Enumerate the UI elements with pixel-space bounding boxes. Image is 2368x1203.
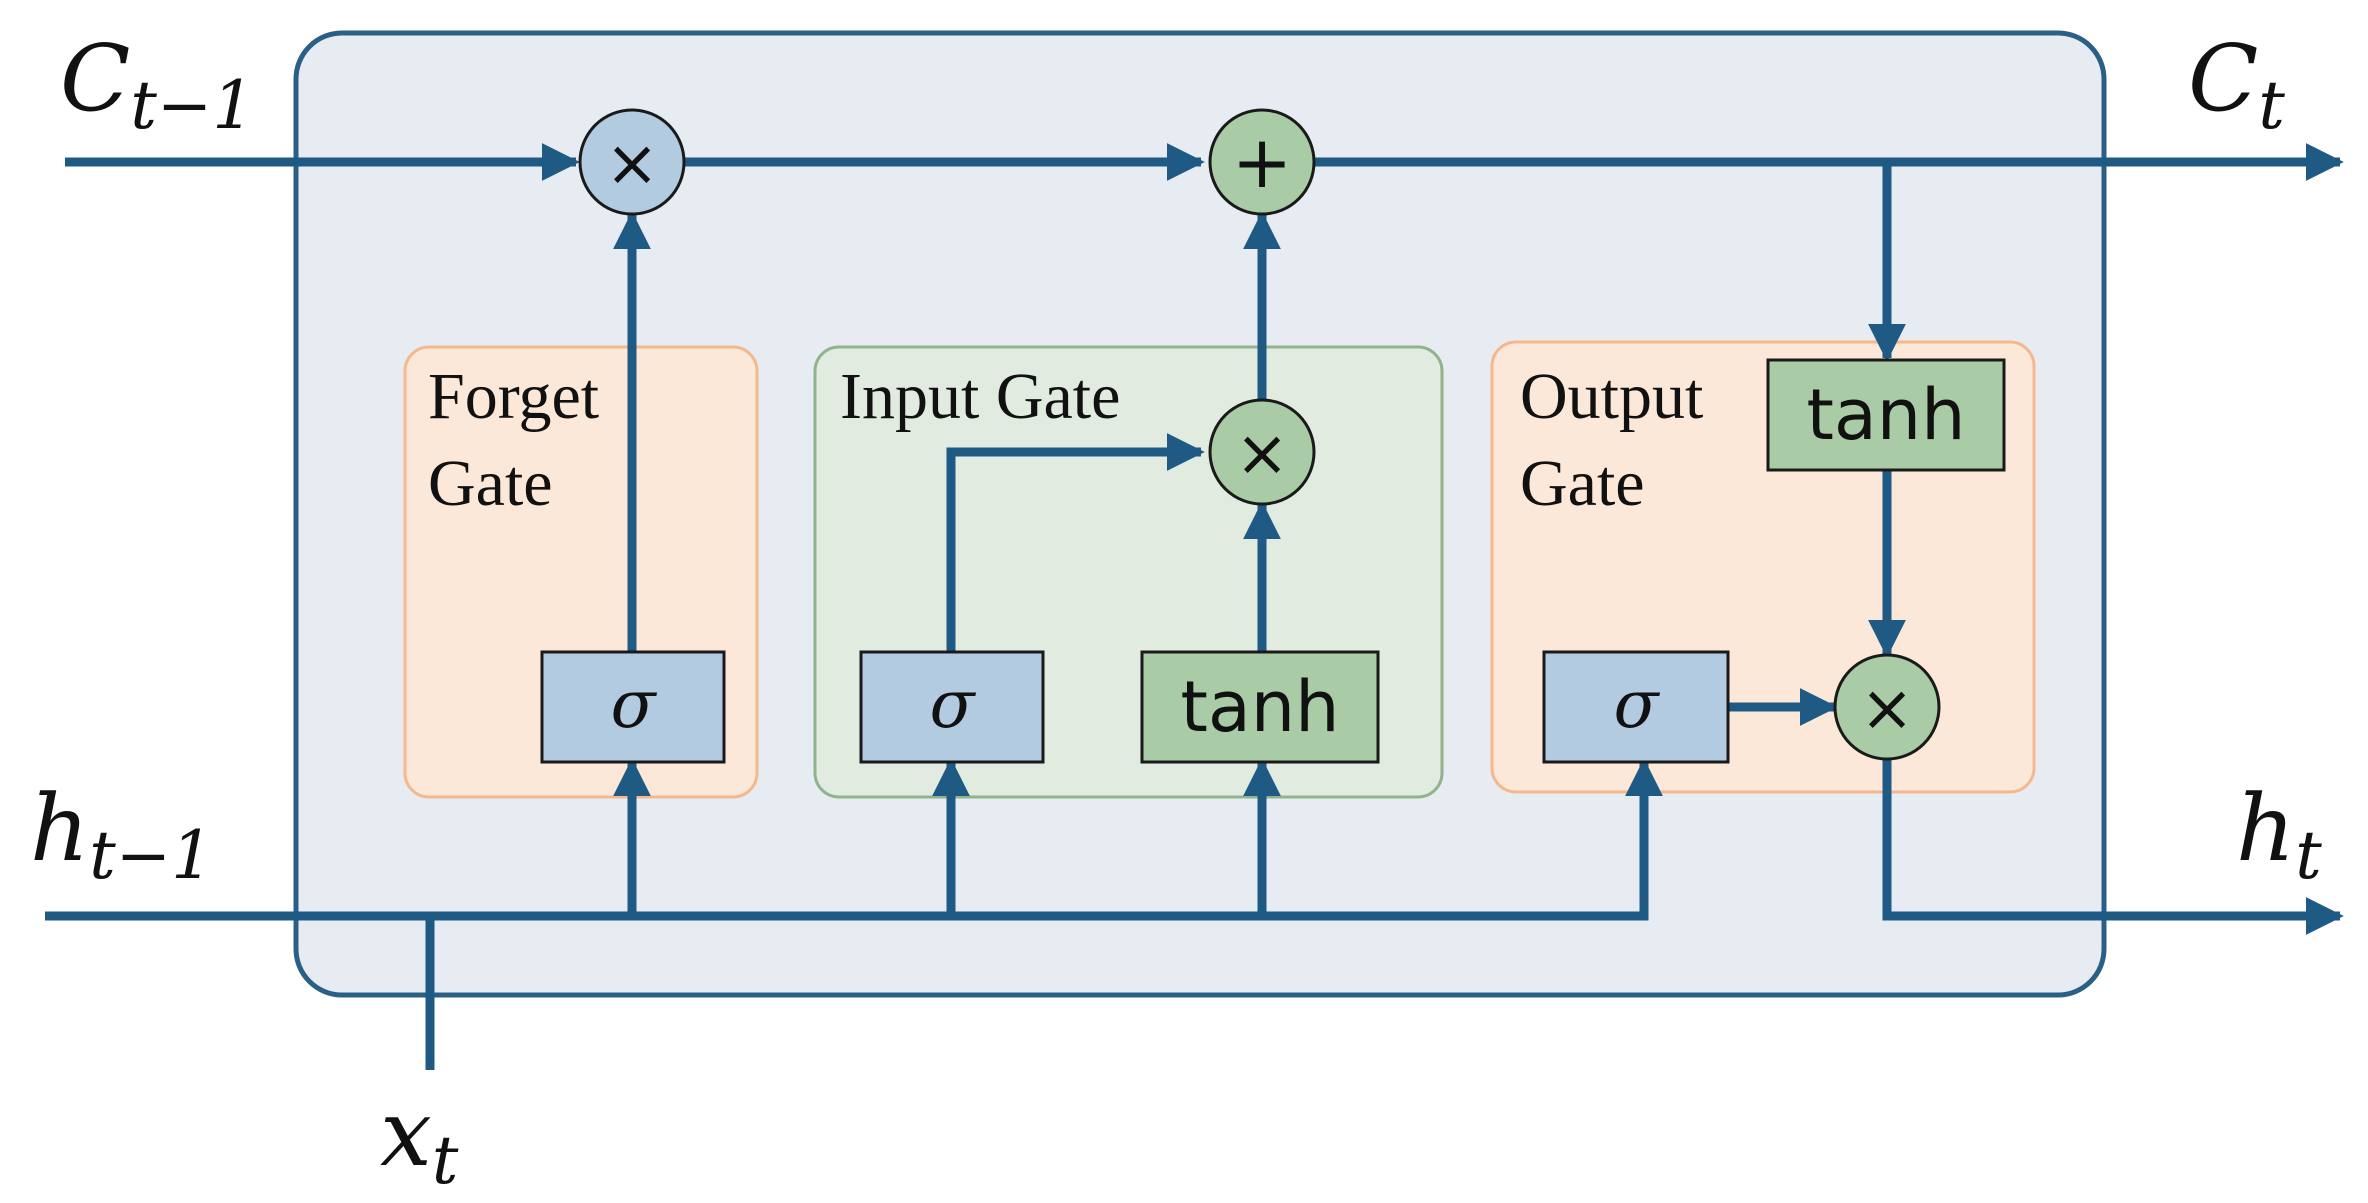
input-tanh-block: tanh — [1140, 650, 1380, 764]
forget-sigma-block: σ — [540, 650, 726, 764]
output-sigma-label: σ — [1613, 666, 1660, 743]
output-multiply-operator: × — [1833, 653, 1941, 761]
forget-multiply-operator: × — [578, 108, 686, 216]
output-gate-label-line2: Gate — [1520, 447, 1645, 520]
h-t-label: ht — [2236, 775, 2322, 894]
input-sigma-block: σ — [859, 650, 1045, 764]
input-gate-label: Input Gate — [840, 360, 1120, 433]
input-tanh-label: tanh — [1180, 666, 1339, 748]
forget-gate-label-line2: Gate — [428, 447, 553, 520]
output-multiply-symbol: × — [1860, 672, 1914, 746]
input-sigma-label: σ — [929, 666, 976, 743]
input-multiply-symbol: × — [1235, 417, 1289, 491]
input-sigma-to-mul-arrow — [946, 433, 1205, 652]
output-tanh-label: tanh — [1806, 374, 1965, 456]
cell-add-operator: + — [1208, 108, 1316, 216]
c-t-label: Ct — [2188, 25, 2285, 144]
h-prev-label: ht−1 — [30, 775, 213, 894]
output-sigma-block: σ — [1542, 650, 1730, 764]
forget-gate-label-line1: Forget — [428, 360, 599, 433]
input-multiply-operator: × — [1208, 398, 1316, 506]
bus-to-output-sigma-arrow — [1625, 758, 1663, 921]
cell-add-symbol: + — [1232, 120, 1292, 204]
output-tanh-block: tanh — [1766, 358, 2006, 472]
hidden-state-out-arrow — [1882, 760, 2344, 935]
c-prev-label: Ct−1 — [60, 25, 254, 144]
output-gate-label-line1: Output — [1520, 360, 1703, 433]
forget-multiply-symbol: × — [605, 127, 659, 201]
x-t-label: xt — [380, 1080, 459, 1199]
forget-sigma-label: σ — [610, 666, 657, 743]
